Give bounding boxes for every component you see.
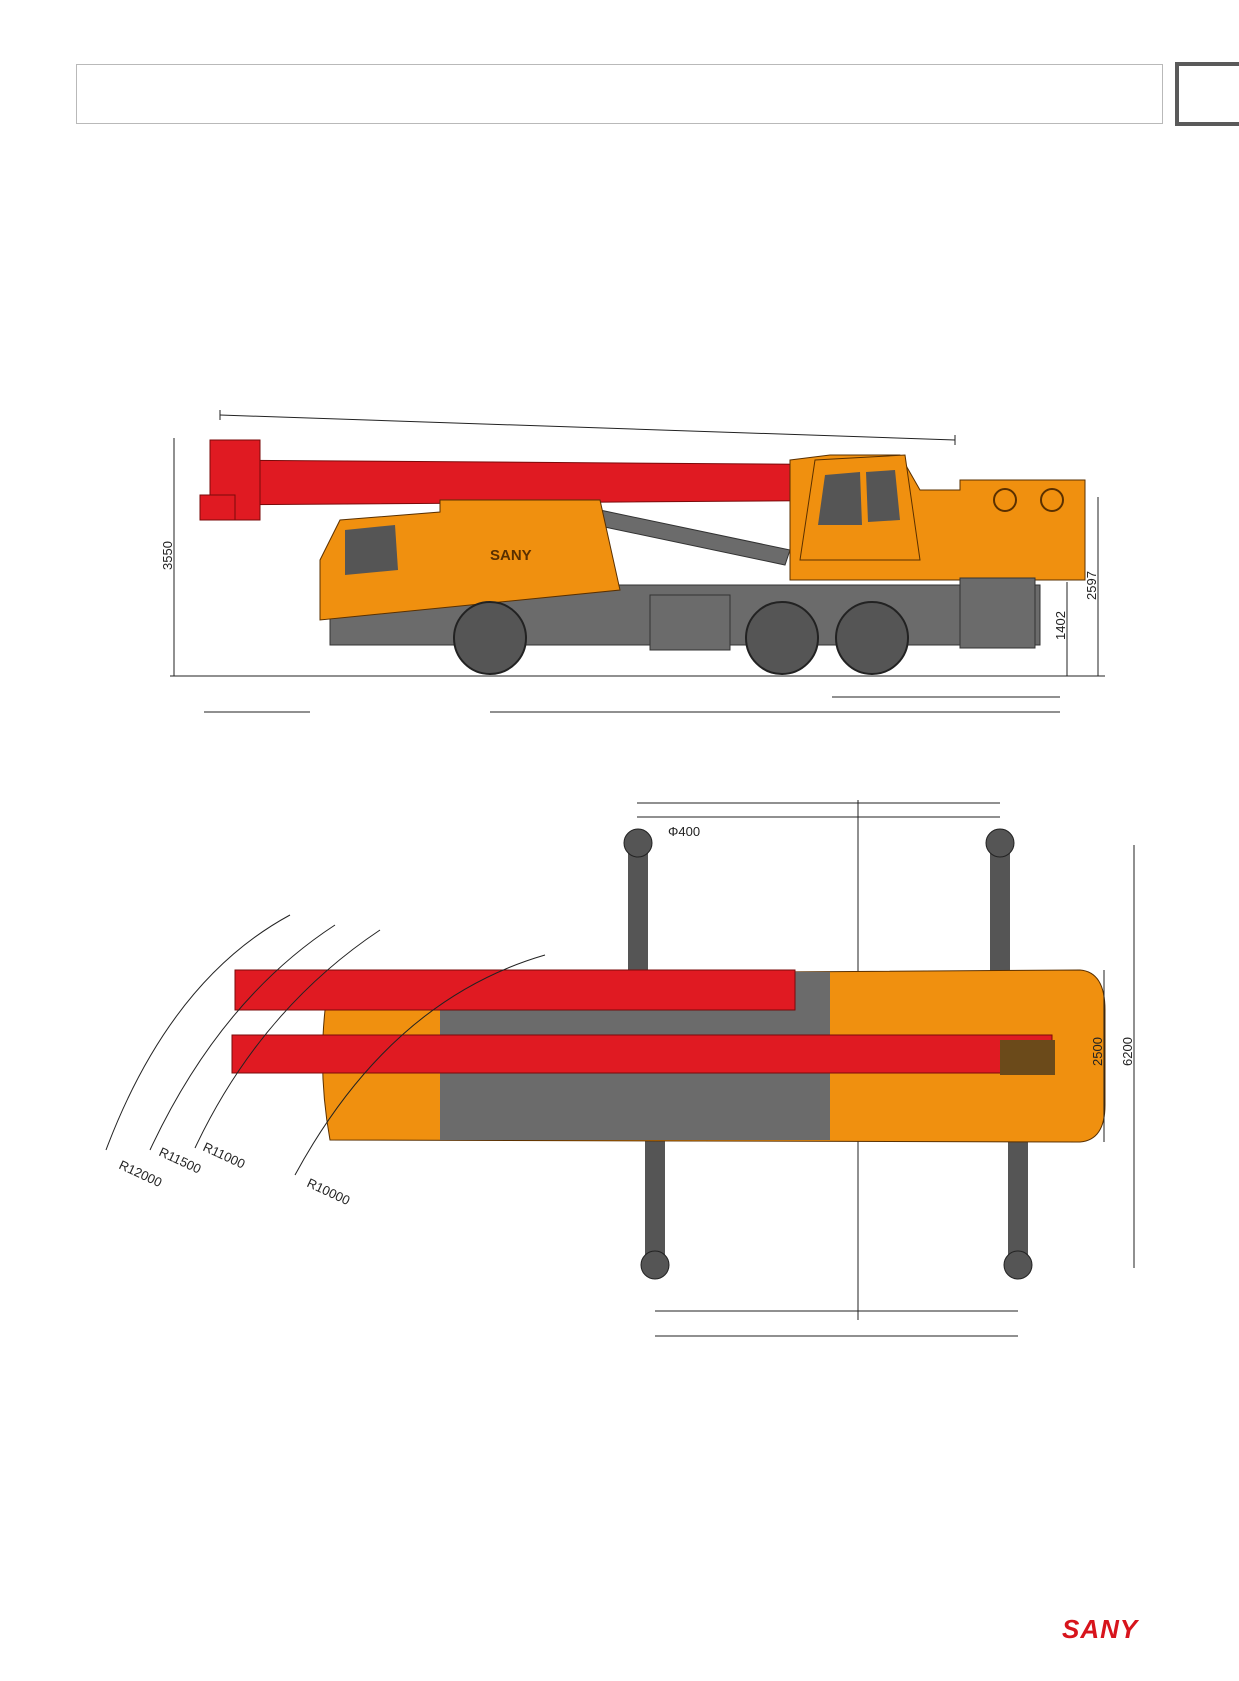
outrigger-pad	[640, 1250, 670, 1280]
frame-height-label: 1402	[1053, 611, 1068, 640]
lattice-jib	[234, 969, 796, 1011]
wheel	[745, 601, 819, 675]
radius-arc	[149, 924, 336, 1151]
outrigger-leg	[645, 1135, 665, 1265]
outrigger-pad-label: Φ400	[668, 824, 700, 839]
outrigger-leg	[990, 835, 1010, 985]
wheel	[453, 601, 527, 675]
outrigger-pad	[623, 828, 653, 858]
pivot-height-label: 2597	[1084, 571, 1099, 600]
page-tab	[1175, 62, 1239, 126]
outrigger-leg	[1008, 1135, 1028, 1265]
boom-base	[1000, 1040, 1055, 1075]
radius-label: R11500	[157, 1144, 204, 1176]
boom-length-dim	[219, 414, 956, 441]
radius-arc	[194, 929, 381, 1149]
sany-logo: SANY	[1062, 1614, 1140, 1644]
overall-height-label: 3550	[160, 541, 175, 570]
body-logo: SANY	[490, 547, 532, 564]
side-view: SANY 3550 2597 1402	[160, 410, 1105, 713]
outrigger-leg	[628, 835, 648, 985]
radius-arc	[294, 954, 546, 1176]
hook-block	[199, 494, 236, 521]
luffing-cylinder	[594, 509, 791, 566]
radius-arc	[105, 914, 291, 1151]
outrigger-box	[959, 577, 1036, 649]
top-view: Φ400 R12000 R11500 R11000 R10000 2500 62…	[105, 800, 1135, 1337]
counterweight-ring	[993, 488, 1017, 512]
outrigger-span-label: 6200	[1120, 1037, 1135, 1066]
cab-window	[866, 470, 900, 522]
carrier-width-label: 2500	[1090, 1037, 1105, 1066]
wheel	[835, 601, 909, 675]
radius-label: R12000	[117, 1157, 165, 1190]
outrigger-pad	[985, 828, 1015, 858]
counterweight-ring	[1040, 488, 1064, 512]
radius-label: R10000	[305, 1175, 353, 1208]
boom-top	[231, 1034, 1053, 1074]
cab-window	[818, 472, 862, 525]
outrigger-box	[649, 594, 731, 651]
carrier-window	[345, 525, 398, 575]
header-box	[76, 64, 1163, 124]
outrigger-pad	[1003, 1250, 1033, 1280]
radius-label: R11000	[201, 1139, 248, 1171]
